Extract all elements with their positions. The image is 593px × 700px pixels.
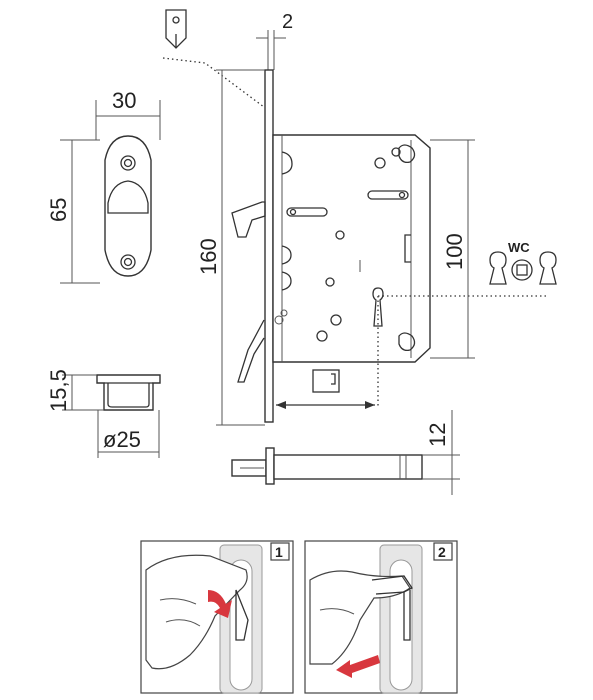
dim-case-height: 160 bbox=[196, 69, 265, 426]
dim-label-30: 30 bbox=[112, 88, 136, 113]
step-number-2: 2 bbox=[438, 544, 446, 560]
pull-cup bbox=[96, 374, 161, 411]
pull-plate bbox=[104, 135, 152, 277]
dim-pull-width: 30 bbox=[95, 88, 161, 140]
lock-body bbox=[231, 69, 431, 423]
red-arrow-icon bbox=[208, 590, 232, 618]
dim-label-d25: ø25 bbox=[103, 427, 141, 452]
keyhole-icon bbox=[539, 251, 557, 285]
dim-label-2: 2 bbox=[282, 11, 293, 33]
step-number-1: 1 bbox=[275, 544, 283, 560]
key-tag-icon bbox=[165, 9, 187, 49]
dim-label-100: 100 bbox=[442, 233, 467, 270]
dim-bolt-offset: 12 bbox=[422, 410, 460, 495]
wc-thumbturn-icon: WC bbox=[508, 240, 533, 281]
dim-cup-diameter: ø25 bbox=[97, 410, 160, 458]
dim-plate-thickness: 2 bbox=[256, 11, 293, 70]
keyhole-leaders bbox=[377, 295, 548, 408]
dim-cup-depth: 15,5 bbox=[46, 369, 104, 412]
dim-pull-height: 65 bbox=[46, 139, 100, 284]
leader-line bbox=[162, 57, 269, 111]
wc-label: WC bbox=[508, 240, 530, 255]
dim-label-160: 160 bbox=[196, 238, 221, 275]
instruction-step-2: 2 bbox=[304, 540, 458, 694]
dim-label-15-5: 15,5 bbox=[46, 369, 71, 412]
key-cylinder-icon bbox=[489, 251, 507, 285]
instruction-step-1: 1 bbox=[140, 540, 294, 694]
dim-label-12: 12 bbox=[425, 423, 450, 447]
dim-backset-arrow bbox=[276, 401, 375, 409]
bolt-part bbox=[231, 447, 423, 485]
dim-label-65: 65 bbox=[46, 198, 71, 222]
red-arrow-icon-2 bbox=[336, 655, 380, 678]
dim-backset-height: 100 bbox=[430, 139, 475, 359]
